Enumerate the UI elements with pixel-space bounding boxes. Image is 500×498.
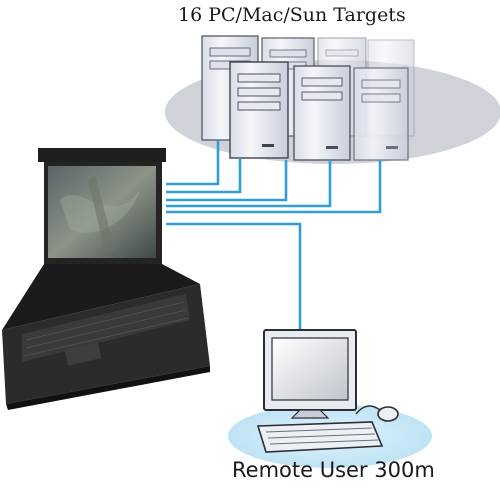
targets-label: 16 PC/Mac/Sun Targets	[178, 4, 406, 26]
cable	[166, 140, 220, 186]
server-tower-icon	[293, 65, 351, 161]
cable	[166, 222, 302, 336]
server-tower-icon	[353, 67, 409, 161]
keyboard-icon	[256, 421, 384, 453]
cable	[166, 160, 382, 214]
server-tower-icon	[229, 61, 289, 159]
cable	[166, 160, 288, 202]
remote-user-label: Remote User 300m	[232, 458, 435, 482]
cable	[166, 160, 332, 208]
cable	[166, 158, 242, 194]
mouse-icon	[355, 405, 399, 422]
rackmount-lcd-console-icon	[2, 148, 210, 410]
kvm-cables	[166, 140, 382, 336]
desktop-workstation-icon	[263, 329, 357, 419]
